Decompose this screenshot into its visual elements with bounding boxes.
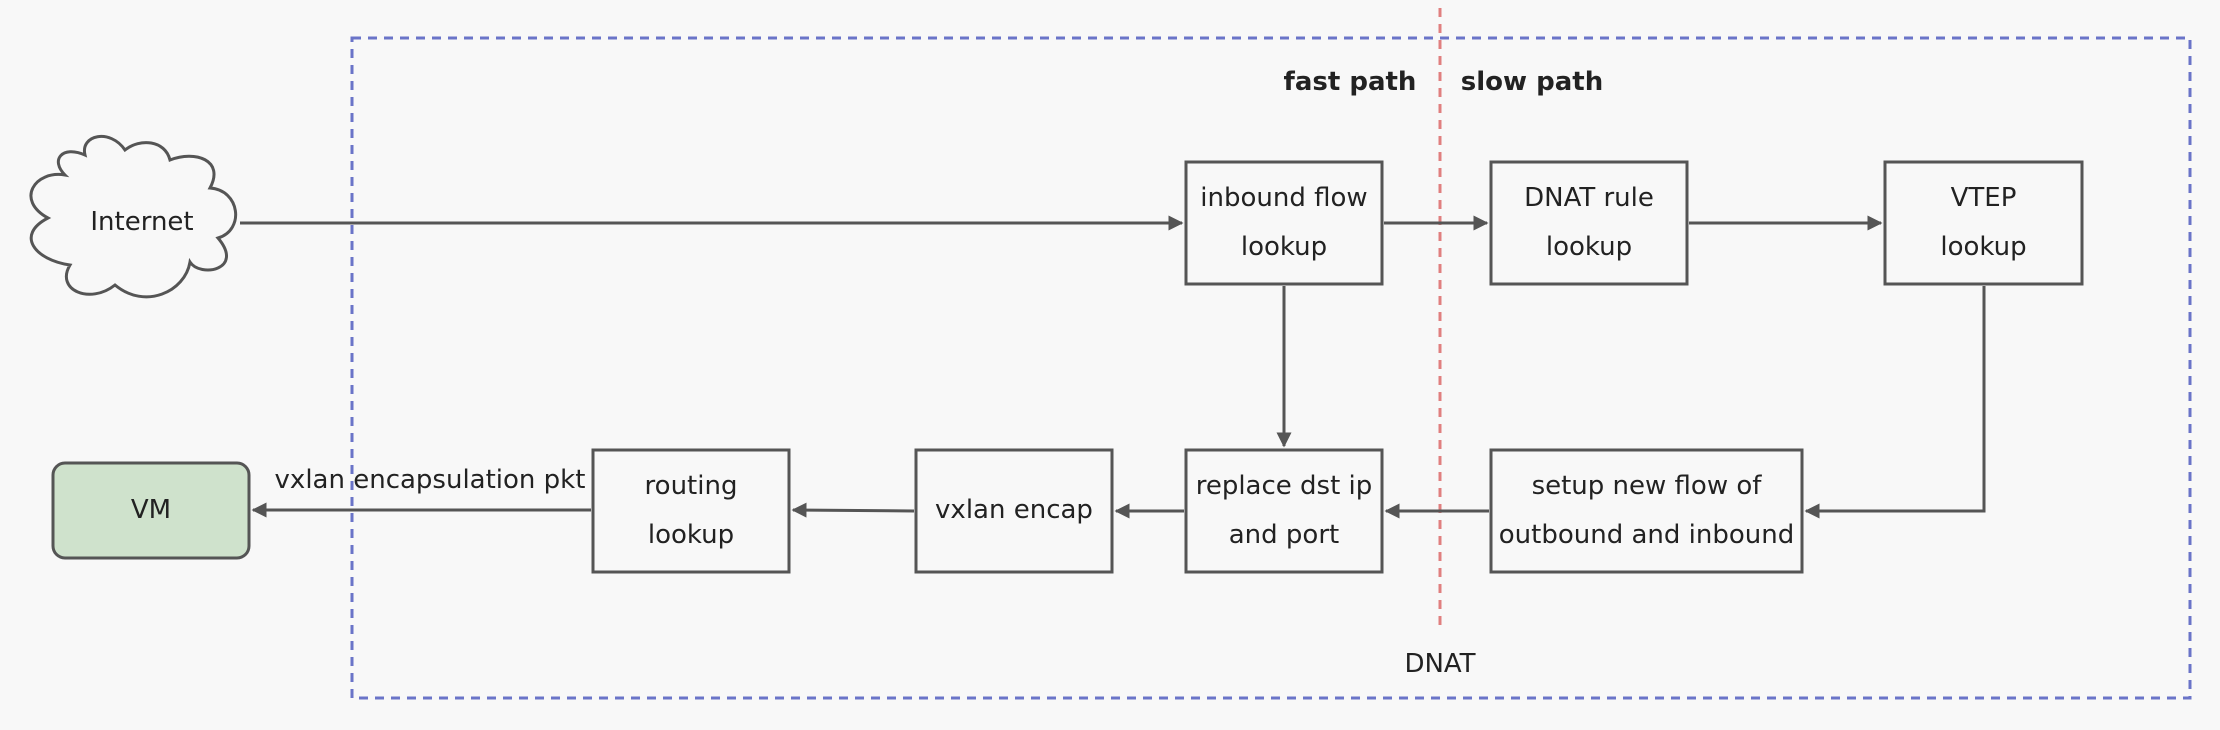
arrow-vxlan-to-routing	[791, 502, 915, 518]
dnat-rule-lookup-line2: lookup	[1545, 232, 1633, 262]
internet-label: Internet	[90, 207, 194, 237]
vxlan-encap-box	[914, 448, 1114, 574]
inbound-flow-lookup-box	[1184, 160, 1384, 286]
routing-lookup-line1: routing	[644, 471, 738, 501]
vxlan-encap-label: vxlan encap	[935, 495, 1093, 525]
vtep-lookup-box	[1883, 160, 2084, 286]
vxlan-pkt-edge-label: vxlan encapsulation pkt	[274, 465, 586, 495]
replace-dst-ip-line1: replace dst ip	[1195, 471, 1373, 501]
slow-path-label: slow path	[1460, 67, 1604, 97]
arrow-vtep-to-setup	[1804, 286, 1986, 519]
vm-label: VM	[130, 495, 172, 525]
vtep-lookup-line1: VTEP	[1950, 183, 2017, 213]
setup-new-flow-box	[1489, 448, 1804, 574]
vtep-lookup-line2: lookup	[1940, 232, 2027, 262]
replace-dst-ip-line2: and port	[1228, 520, 1340, 550]
setup-new-flow-line1: setup new flow of	[1531, 471, 1762, 501]
internet-cloud-icon	[29, 134, 237, 299]
dnat-rule-lookup-line1: DNAT rule	[1524, 183, 1654, 213]
fast-path-label: fast path	[1283, 67, 1417, 97]
dnat-rule-lookup-box	[1489, 160, 1689, 286]
routing-lookup-box	[591, 448, 791, 574]
inbound-flow-lookup-line1: inbound flow	[1200, 183, 1368, 213]
inbound-flow-lookup-line2: lookup	[1240, 232, 1328, 262]
routing-lookup-line2: lookup	[647, 520, 735, 550]
setup-new-flow-line2: outbound and inbound	[1498, 520, 1795, 550]
dnat-label: DNAT	[1404, 649, 1476, 679]
dnat-region-border	[350, 36, 2192, 700]
replace-dst-ip-box	[1184, 448, 1384, 574]
vm-node	[51, 461, 251, 560]
